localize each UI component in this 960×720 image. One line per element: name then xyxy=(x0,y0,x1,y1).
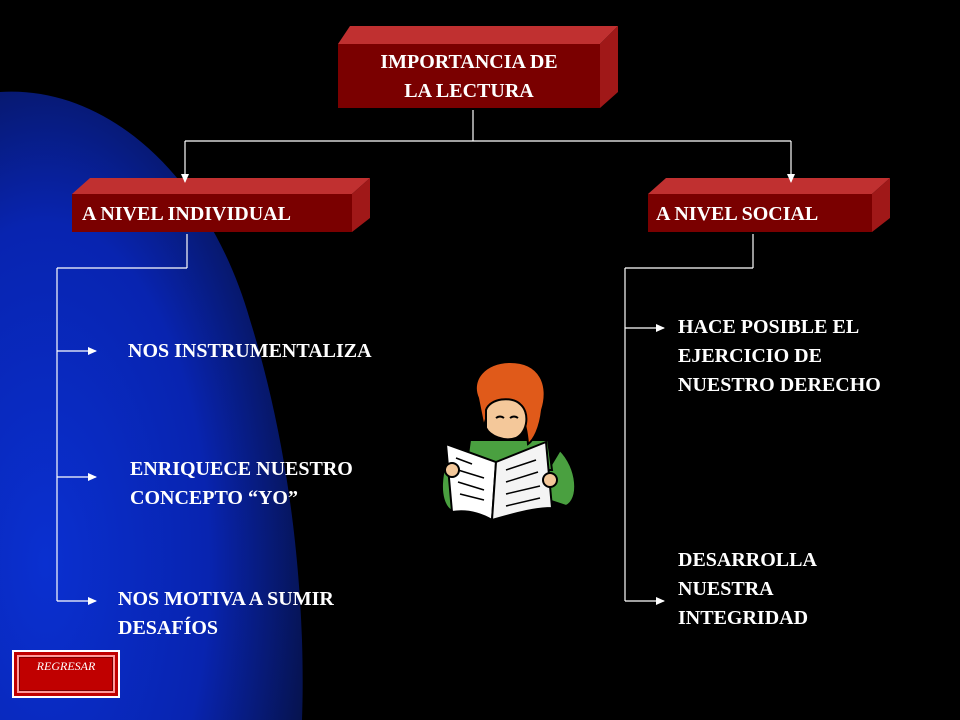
individual-item-2: ENRIQUECE NUESTRO CONCEPTO “YO” xyxy=(130,458,353,509)
social-branch-label: A NIVEL SOCIAL xyxy=(656,203,819,225)
background-blue-arc xyxy=(0,91,303,720)
title-box xyxy=(338,26,618,108)
individual-connectors xyxy=(56,234,188,605)
individual-box xyxy=(72,178,370,232)
regresar-button[interactable]: REGRESAR xyxy=(12,650,120,698)
regresar-button-label: REGRESAR xyxy=(36,659,96,673)
individual-branch-label: A NIVEL INDIVIDUAL xyxy=(82,203,291,225)
title-connectors xyxy=(181,110,795,183)
title-label: IMPORTANCIA DE LA LECTURA xyxy=(380,51,558,102)
individual-item-3: NOS MOTIVA A SUMIR DESAFÍOS xyxy=(118,588,334,639)
social-box xyxy=(648,178,890,232)
woman-reading-newspaper-icon xyxy=(440,360,577,522)
social-item-2: DESARROLLA NUESTRA INTEGRIDAD xyxy=(678,549,817,629)
social-item-1: HACE POSIBLE EL EJERCICIO DE NUESTRO DER… xyxy=(678,316,881,396)
individual-item-1: NOS INSTRUMENTALIZA xyxy=(128,340,372,362)
social-connectors xyxy=(624,234,754,605)
